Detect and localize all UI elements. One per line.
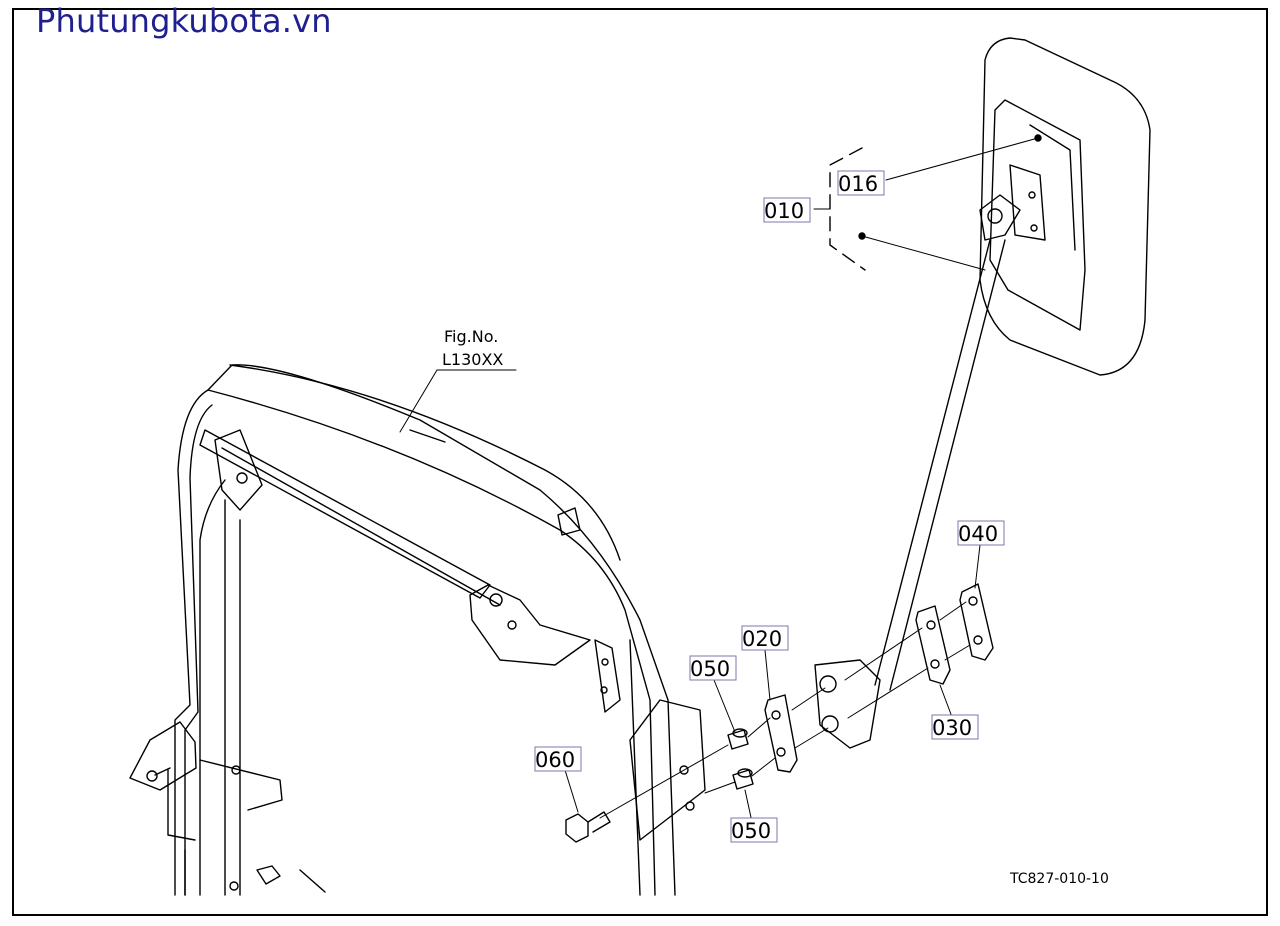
svg-text:050: 050 [731,819,771,843]
rops-frame [129,364,706,896]
svg-text:016: 016 [838,172,878,196]
plate-040 [959,583,994,661]
fig-ref-line1: Fig.No. [444,327,498,346]
svg-text:010: 010 [764,199,804,223]
svg-text:020: 020 [742,627,782,651]
callout-030[interactable]: 030 [931,714,979,740]
mirror-stay-010 [814,194,1021,749]
svg-text:050: 050 [690,657,730,681]
svg-text:060: 060 [535,748,575,772]
callout-050-lower[interactable]: 050 [730,817,778,843]
fig-ref-line2: L130XX [442,350,503,369]
leader-lines [399,137,1039,823]
callout-040[interactable]: 040 [957,520,1005,546]
svg-text:040: 040 [958,522,998,546]
collar-050-lower [732,768,754,790]
assembly-lines [599,601,971,819]
svg-text:030: 030 [932,716,972,740]
callout-010[interactable]: 010 [763,197,811,223]
drawing-frame [12,8,1268,916]
assembly-bracket [829,147,866,271]
drawing-code: TC827-010-10 [1009,871,1109,887]
callout-020[interactable]: 020 [741,625,789,651]
collar-050-upper [727,728,749,750]
watermark: Phutungkubota.vn [36,2,332,40]
mirror-016 [979,37,1151,376]
callout-050-upper[interactable]: 050 [689,655,737,681]
plate-030 [915,605,951,685]
plate-020 [764,694,798,773]
callout-016[interactable]: 016 [837,170,885,196]
bolt-060 [565,811,611,843]
callout-060[interactable]: 060 [534,746,582,772]
